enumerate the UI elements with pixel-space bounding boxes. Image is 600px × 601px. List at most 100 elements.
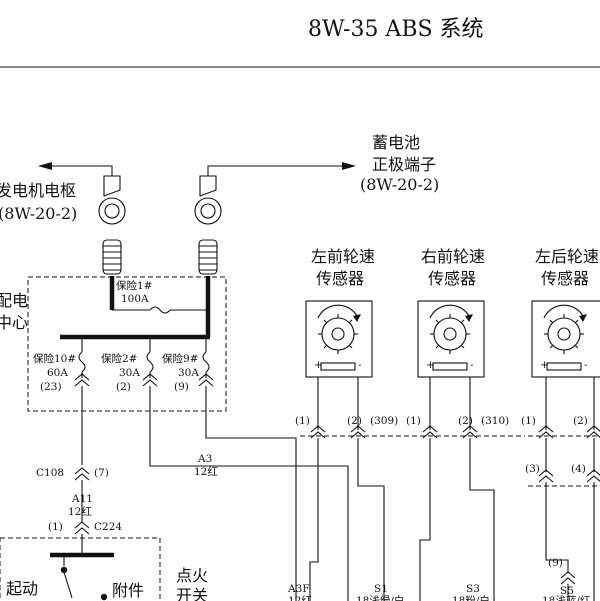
sensor-name-line2: 传感器 xyxy=(428,269,476,288)
pdc-connector-9 xyxy=(198,373,214,387)
pdc-label-2: 中心 xyxy=(0,313,28,332)
sensor-connector-1 xyxy=(310,425,326,439)
fuse10-branch xyxy=(78,337,86,378)
gear-teeth xyxy=(544,314,584,354)
fuse2-branch xyxy=(146,337,154,378)
rotation-arc xyxy=(429,304,471,319)
fuse2-pin: (2) xyxy=(116,381,131,393)
pin-c: (310) xyxy=(481,415,509,427)
polarity-plus: + xyxy=(314,359,323,371)
polarity-minus: - xyxy=(358,359,362,371)
generator-label: 发电机电枢 xyxy=(0,181,76,200)
fuse10-name: 保险10# xyxy=(33,352,76,365)
sensor-connector-1 xyxy=(538,425,554,439)
pin-c: (3) xyxy=(525,463,540,475)
pin-a: (1) xyxy=(521,415,536,427)
a3-color: 12红 xyxy=(194,465,218,478)
sensor-connector-3 xyxy=(538,469,554,483)
sensor-name-line1: 右前轮速 xyxy=(421,247,485,266)
c108-pin: (7) xyxy=(94,467,109,479)
rotation-arrow-icon xyxy=(353,314,361,322)
pdc-label-1: 配电 xyxy=(0,291,28,310)
polarity-plus: + xyxy=(426,359,435,371)
sensor-coil xyxy=(320,362,356,371)
left-stud xyxy=(102,239,122,275)
ignition-pivot-start xyxy=(60,566,68,574)
polarity-plus: + xyxy=(540,359,549,371)
page-title: 8W-35 ABS 系统 xyxy=(308,17,484,42)
sensor-connector-1 xyxy=(422,425,438,439)
s5-color: 18浅蓝/红 xyxy=(542,594,591,601)
wire-lf-1 xyxy=(309,438,319,601)
c108-label: C108 xyxy=(36,467,64,479)
s5-label: S5 xyxy=(560,585,574,597)
s3-label: S3 xyxy=(466,583,480,595)
sensor-name-line2: 传感器 xyxy=(316,269,364,288)
sensor-coil xyxy=(432,362,468,371)
pdc-connector-2 xyxy=(142,373,158,387)
rotation-arc xyxy=(317,304,359,319)
s5-pin: (9) xyxy=(548,557,563,569)
pdc-connector-23 xyxy=(74,373,90,387)
s3-color: 18粉/白 xyxy=(452,594,490,601)
sensor-housing xyxy=(305,300,373,378)
wire-s1 xyxy=(357,438,385,601)
left-feed-wire xyxy=(52,165,113,176)
pin-d: (4) xyxy=(571,463,586,475)
wire-lr-1 xyxy=(545,482,569,572)
sensor-left-front: 左前轮速 传感器 + - (1) (2) (309) xyxy=(295,247,410,439)
s1-label: S1 xyxy=(374,583,388,595)
fuse9-rating: 30A xyxy=(178,367,199,379)
right-feed-wire xyxy=(207,165,342,176)
wire-s3 xyxy=(469,438,495,601)
fuse2-rating: 30A xyxy=(119,367,140,379)
ignition-pivot-acc xyxy=(100,593,108,601)
generator-ref: (8W-20-2) xyxy=(0,204,77,223)
fuse1-rating: 100A xyxy=(121,293,149,305)
pin-b: (2) xyxy=(573,415,588,427)
ignition-blade-start xyxy=(63,571,73,599)
polarity-minus: - xyxy=(470,359,474,371)
ignition-start-label: 起动 xyxy=(6,579,38,598)
sensor-coil xyxy=(546,362,582,371)
pin-a: (1) xyxy=(295,415,310,427)
pin-b: (2) xyxy=(347,415,362,427)
sensor-name-line1: 左后轮速 xyxy=(535,247,599,266)
battery-terminal-label: 正极端子 xyxy=(372,155,436,174)
sensor-connector-2 xyxy=(462,425,478,439)
fuse1-element xyxy=(149,306,171,314)
rotation-arrow-icon xyxy=(579,314,587,322)
fuse9-name: 保险9# xyxy=(162,352,198,365)
fuse2-name: 保险2# xyxy=(101,352,137,365)
s1-color: 18浅绿/白 xyxy=(356,594,404,601)
fuse10-rating: 60A xyxy=(47,367,68,379)
sensor-housing xyxy=(417,300,485,378)
s5-connector xyxy=(560,571,576,585)
ignition-acc-label: 附件 xyxy=(112,581,144,600)
rotation-arrow-icon xyxy=(465,314,473,322)
a3-label: A3 xyxy=(197,453,212,465)
pin-c: (309) xyxy=(370,415,398,427)
ignition-title-2: 开关 xyxy=(176,586,208,601)
wire-a3f xyxy=(205,386,297,601)
sensor-name-line1: 左前轮速 xyxy=(311,247,375,266)
sensor-connector-2 xyxy=(586,425,600,439)
ignition-switch-box xyxy=(0,537,161,601)
c224-connector xyxy=(74,521,90,535)
sensor-name-line2: 传感器 xyxy=(541,269,589,288)
gear-hub xyxy=(443,327,457,341)
c224-label: C224 xyxy=(94,521,122,533)
sensor-left-rear: 左后轮速 传感器 + - (1) (2) xyxy=(521,247,600,487)
wire-rf-1 xyxy=(419,438,431,601)
ignition-title-1: 点火 xyxy=(176,566,208,585)
rotation-arc xyxy=(543,304,585,319)
gear-hub xyxy=(331,327,345,341)
sensor-connector-2 xyxy=(350,425,366,439)
fuse10-pin: (23) xyxy=(40,381,62,393)
pin-b: (2) xyxy=(458,415,473,427)
a11-color: 12红 xyxy=(68,505,92,518)
right-stud xyxy=(198,239,218,275)
fuse1-name: 保险1# xyxy=(116,279,152,292)
